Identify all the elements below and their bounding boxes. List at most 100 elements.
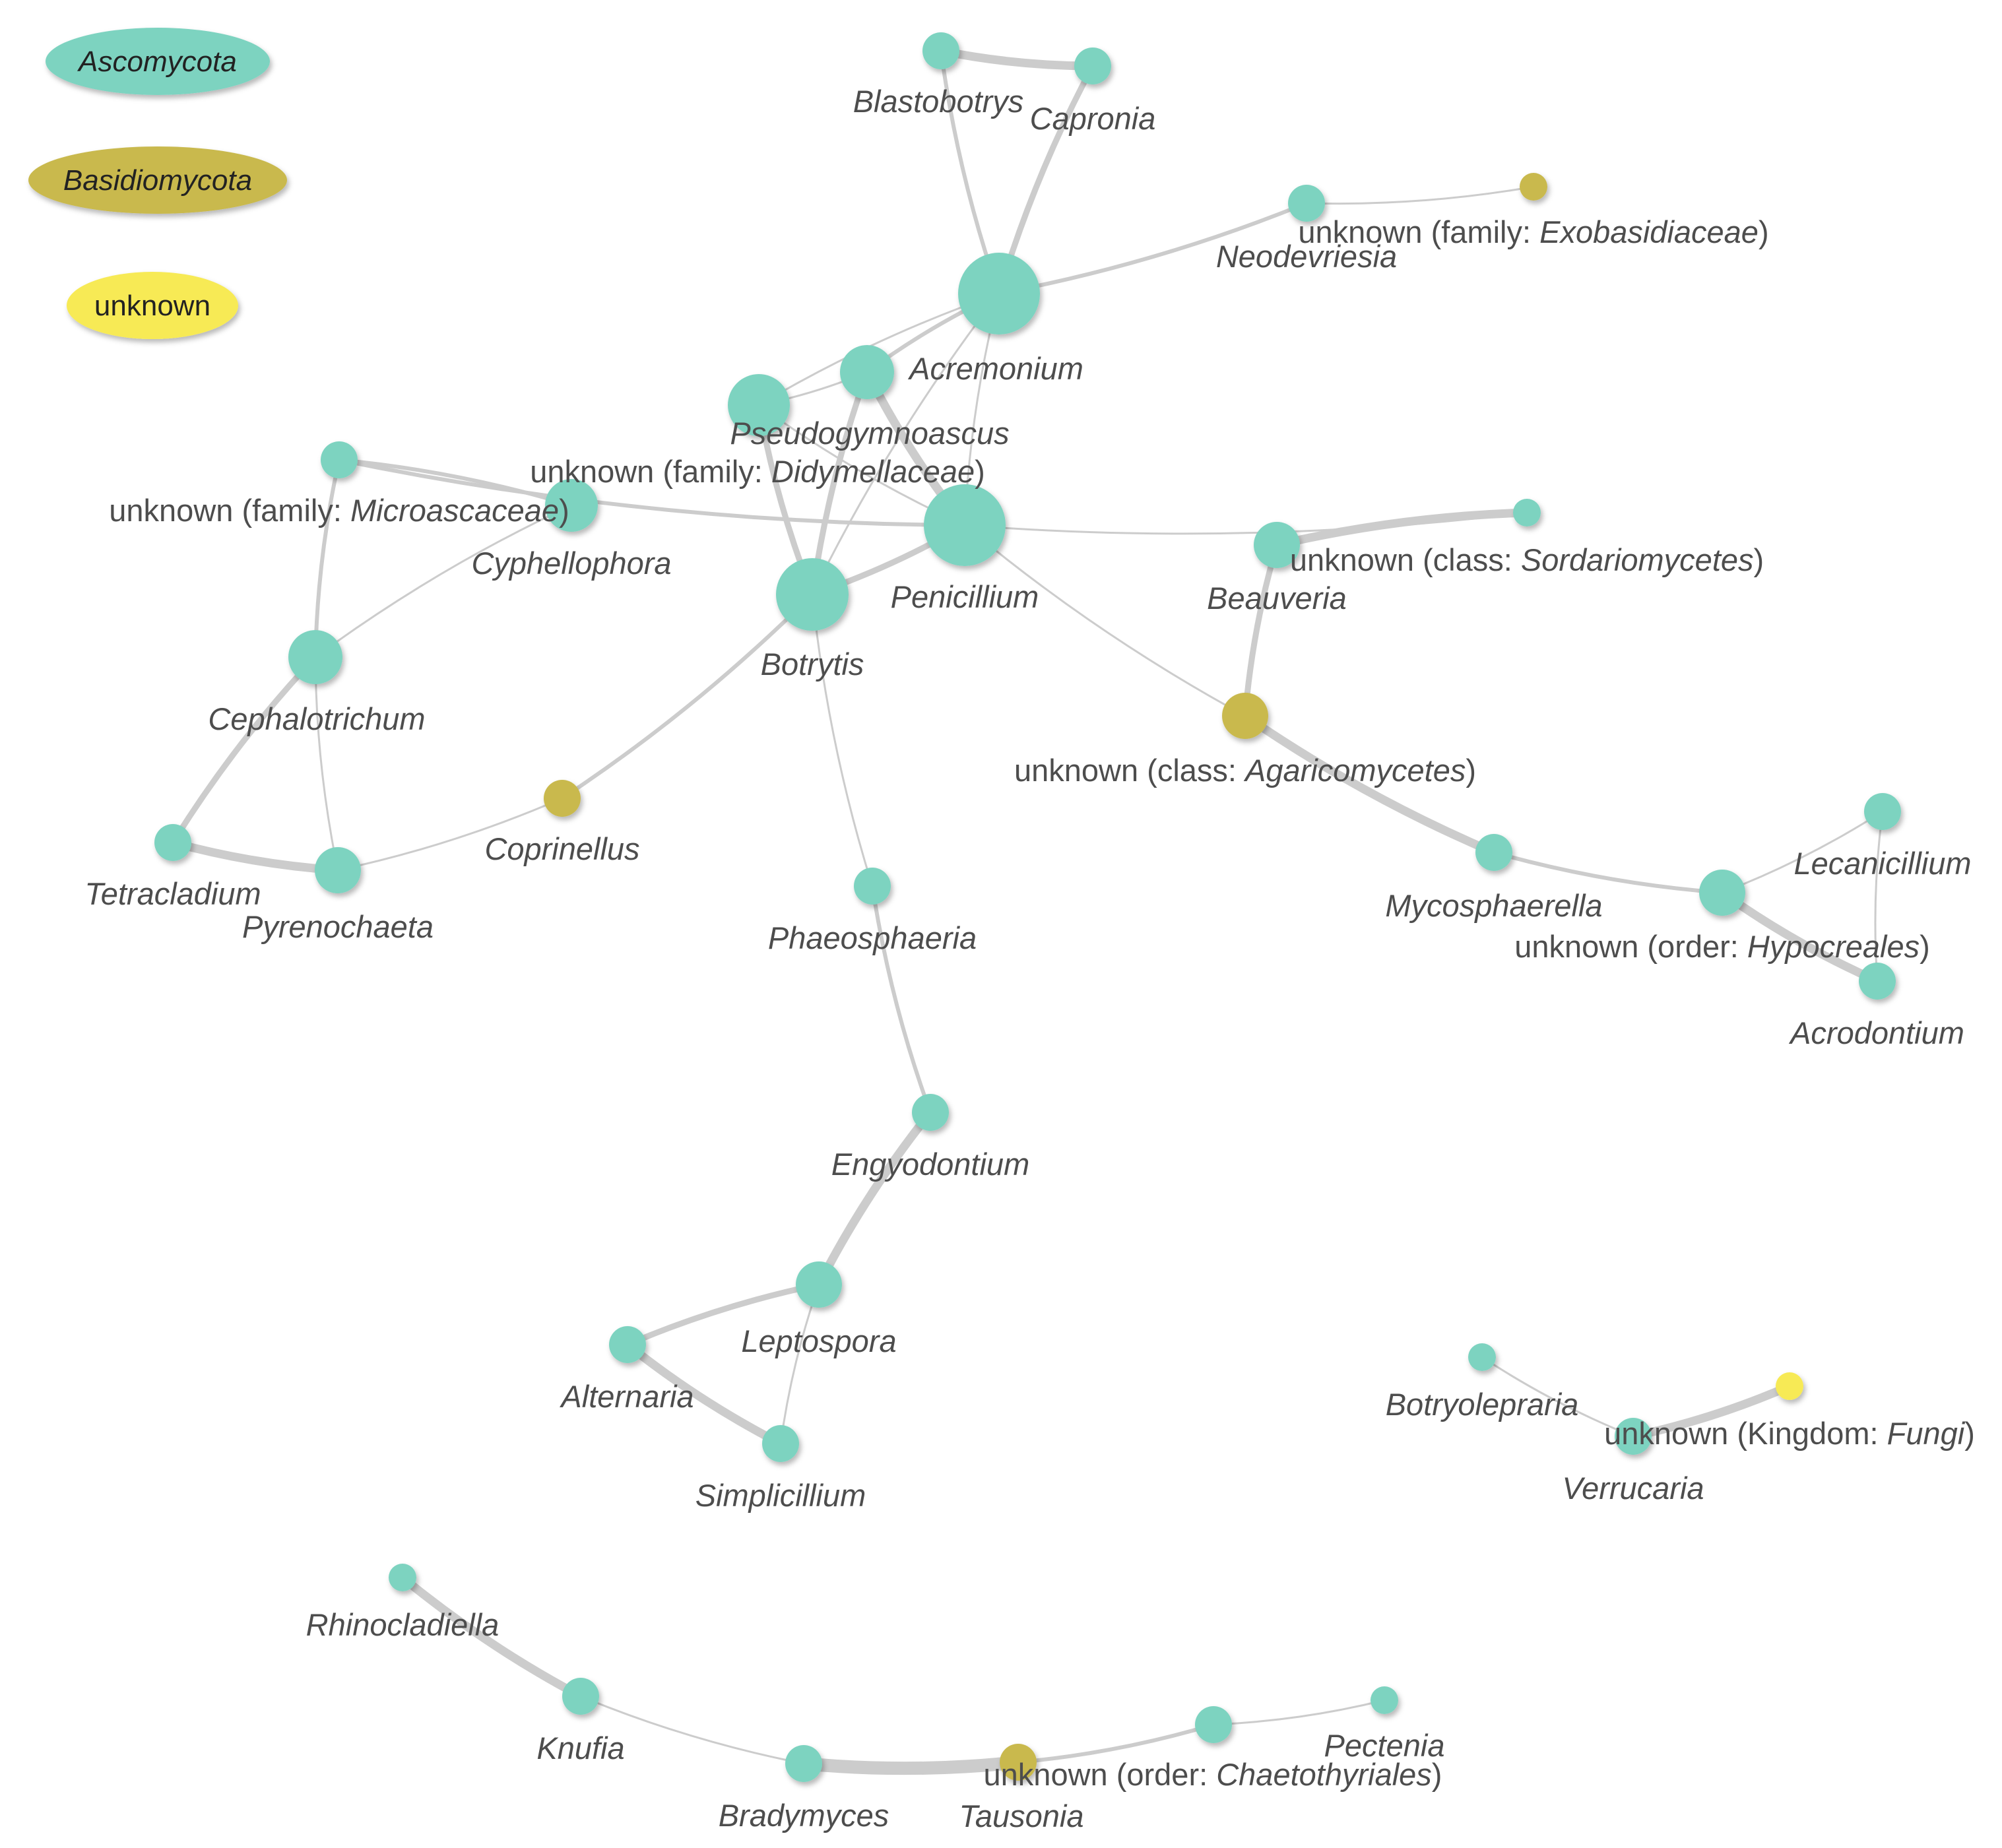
node-sordariomycetes[interactable] xyxy=(1513,499,1541,526)
node-phaeosphaeria[interactable] xyxy=(854,868,891,905)
node-tausonia[interactable] xyxy=(1000,1744,1037,1781)
node-label-part: Rhinocladiella xyxy=(306,1607,500,1642)
node-label-botryolepraria: Botryolepraria xyxy=(1386,1387,1579,1422)
edge-engyodontium-leptospora xyxy=(814,1108,935,1289)
node-label-part: ) xyxy=(1466,753,1476,788)
node-label-agaricomycetes: unknown (class: Agaricomycetes) xyxy=(1014,753,1476,788)
node-cyphellophora[interactable] xyxy=(321,441,358,478)
node-layer xyxy=(154,32,1901,1782)
node-cephalotrichum[interactable] xyxy=(288,630,342,684)
edge-verrucaria-fungi xyxy=(1629,1382,1794,1441)
node-label-tausonia: Tausonia xyxy=(959,1799,1083,1833)
node-agaricomycetes[interactable] xyxy=(1222,693,1268,739)
node-label-part: Cyphellophora xyxy=(471,546,671,581)
node-hypocreales[interactable] xyxy=(1699,870,1745,916)
node-rhinocladiella[interactable] xyxy=(389,1564,416,1591)
legend-item-unknown[interactable]: unknown xyxy=(67,272,238,339)
node-label-part: ) xyxy=(1920,929,1930,964)
edge-sordariomycetes-beauveria xyxy=(1272,508,1532,550)
node-knufia[interactable] xyxy=(562,1678,599,1715)
node-tetracladium[interactable] xyxy=(154,824,191,861)
node-label-fungi: unknown (Kingdom: Fungi) xyxy=(1604,1416,1975,1451)
node-label-leptospora: Leptospora xyxy=(741,1323,896,1358)
node-label-part: Botryolepraria xyxy=(1386,1387,1579,1422)
node-alternaria[interactable] xyxy=(609,1326,646,1363)
node-fungi[interactable] xyxy=(1776,1372,1803,1400)
node-neodevriesia[interactable] xyxy=(1288,185,1325,222)
edge-microascaceae-cephalotrichum xyxy=(314,504,573,658)
node-label-part: unknown (family: xyxy=(530,454,771,489)
node-blastobotrys[interactable] xyxy=(922,32,959,69)
node-label-chaetothyriales: unknown (order: Chaetothyriales) xyxy=(984,1757,1442,1792)
node-pyrenochaeta[interactable] xyxy=(315,847,361,893)
node-capronia[interactable] xyxy=(1074,48,1111,84)
node-label-part: Tausonia xyxy=(959,1799,1083,1833)
edge-botrytis-phaeosphaeria xyxy=(811,593,874,887)
node-exobasidiaceae[interactable] xyxy=(1520,173,1547,201)
node-verrucaria[interactable] xyxy=(1615,1418,1652,1455)
node-label-part: Agaricomycetes xyxy=(1243,753,1466,788)
edge-leptospora-alternaria xyxy=(624,1281,822,1348)
node-botryolepraria[interactable] xyxy=(1468,1343,1496,1371)
node-label-verrucaria: Verrucaria xyxy=(1562,1471,1704,1506)
edge-alternaria-simplicillium xyxy=(623,1340,785,1448)
edge-blastobotrys-capronia xyxy=(936,46,1097,71)
legend-label-unknown: unknown xyxy=(94,290,210,322)
node-pectenia[interactable] xyxy=(1371,1686,1398,1714)
node-pseudogymnoascus[interactable] xyxy=(728,374,790,436)
node-label-exobasidiaceae: unknown (family: Exobasidiaceae) xyxy=(1298,214,1768,249)
node-label-pyrenochaeta: Pyrenochaeta xyxy=(242,909,434,944)
node-acrodontium[interactable] xyxy=(1859,963,1896,1000)
node-didymellaceae[interactable] xyxy=(840,345,894,399)
node-penicillium[interactable] xyxy=(924,484,1006,566)
legend-item-basidiomycota[interactable]: Basidiomycota xyxy=(28,146,287,214)
node-engyodontium[interactable] xyxy=(912,1094,949,1131)
node-mycosphaerella[interactable] xyxy=(1475,834,1512,871)
node-label-sordariomycetes: unknown (class: Sordariomycetes) xyxy=(1290,542,1764,577)
node-bradymyces[interactable] xyxy=(785,1745,822,1782)
node-label-part: Tetracladium xyxy=(84,876,261,911)
node-botrytis[interactable] xyxy=(776,558,849,631)
node-label-cephalotrichum: Cephalotrichum xyxy=(208,701,425,736)
node-label-alternaria: Alternaria xyxy=(559,1379,694,1414)
node-label-part: Mycosphaerella xyxy=(1385,888,1602,923)
node-label-part: Chaetothyriales xyxy=(1216,1757,1432,1792)
node-label-part: Exobasidiaceae xyxy=(1539,214,1759,249)
node-label-part: Bradymyces xyxy=(719,1798,889,1833)
node-lecanicillium[interactable] xyxy=(1864,793,1901,830)
node-label-part: Microascaceae xyxy=(350,493,559,528)
legend-swatch-ascomycota xyxy=(46,28,270,95)
node-microascaceae[interactable] xyxy=(545,479,598,532)
node-label-coprinellus: Coprinellus xyxy=(484,831,639,866)
node-label-tetracladium: Tetracladium xyxy=(84,876,261,911)
node-chaetothyriales[interactable] xyxy=(1195,1706,1232,1743)
node-label-part: unknown (family: xyxy=(109,493,350,528)
node-label-part: Acremonium xyxy=(907,351,1083,386)
node-label-engyodontium: Engyodontium xyxy=(831,1147,1029,1182)
edge-tausonia-chaetothyriales xyxy=(1016,1723,1215,1764)
node-label-part: unknown (order: xyxy=(1514,929,1747,964)
node-coprinellus[interactable] xyxy=(544,780,581,817)
node-label-knufia: Knufia xyxy=(536,1731,624,1766)
legend-item-ascomycota[interactable]: Ascomycota xyxy=(46,28,270,95)
edge-penicillium-agaricomycetes xyxy=(963,524,1246,717)
node-label-part: Cephalotrichum xyxy=(208,701,425,736)
node-label-mycosphaerella: Mycosphaerella xyxy=(1385,888,1602,923)
node-label-microascaceae: unknown (family: Microascaceae) xyxy=(109,493,569,528)
node-label-part: unknown (class: xyxy=(1290,542,1521,577)
edge-lecanicillium-acrodontium xyxy=(1874,810,1884,982)
node-simplicillium[interactable] xyxy=(762,1425,799,1462)
node-label-part: unknown (Kingdom: xyxy=(1604,1416,1887,1451)
edge-mycosphaerella-hypocreales xyxy=(1492,850,1724,895)
node-label-part: Blastobotrys xyxy=(853,84,1024,119)
edge-acremonium-botrytis xyxy=(811,292,1000,596)
edge-neodevriesia-exobasidiaceae xyxy=(1305,185,1535,205)
node-label-part: unknown (order: xyxy=(984,1757,1217,1792)
node-leptospora[interactable] xyxy=(796,1261,842,1308)
node-label-part: ) xyxy=(1432,1757,1442,1792)
node-label-pectenia: Pectenia xyxy=(1324,1728,1445,1763)
node-beauveria[interactable] xyxy=(1254,522,1300,568)
node-acremonium[interactable] xyxy=(958,253,1040,335)
edge-coprinellus-botrytis xyxy=(560,592,814,800)
edge-agaricomycetes-mycosphaerella xyxy=(1241,711,1499,857)
